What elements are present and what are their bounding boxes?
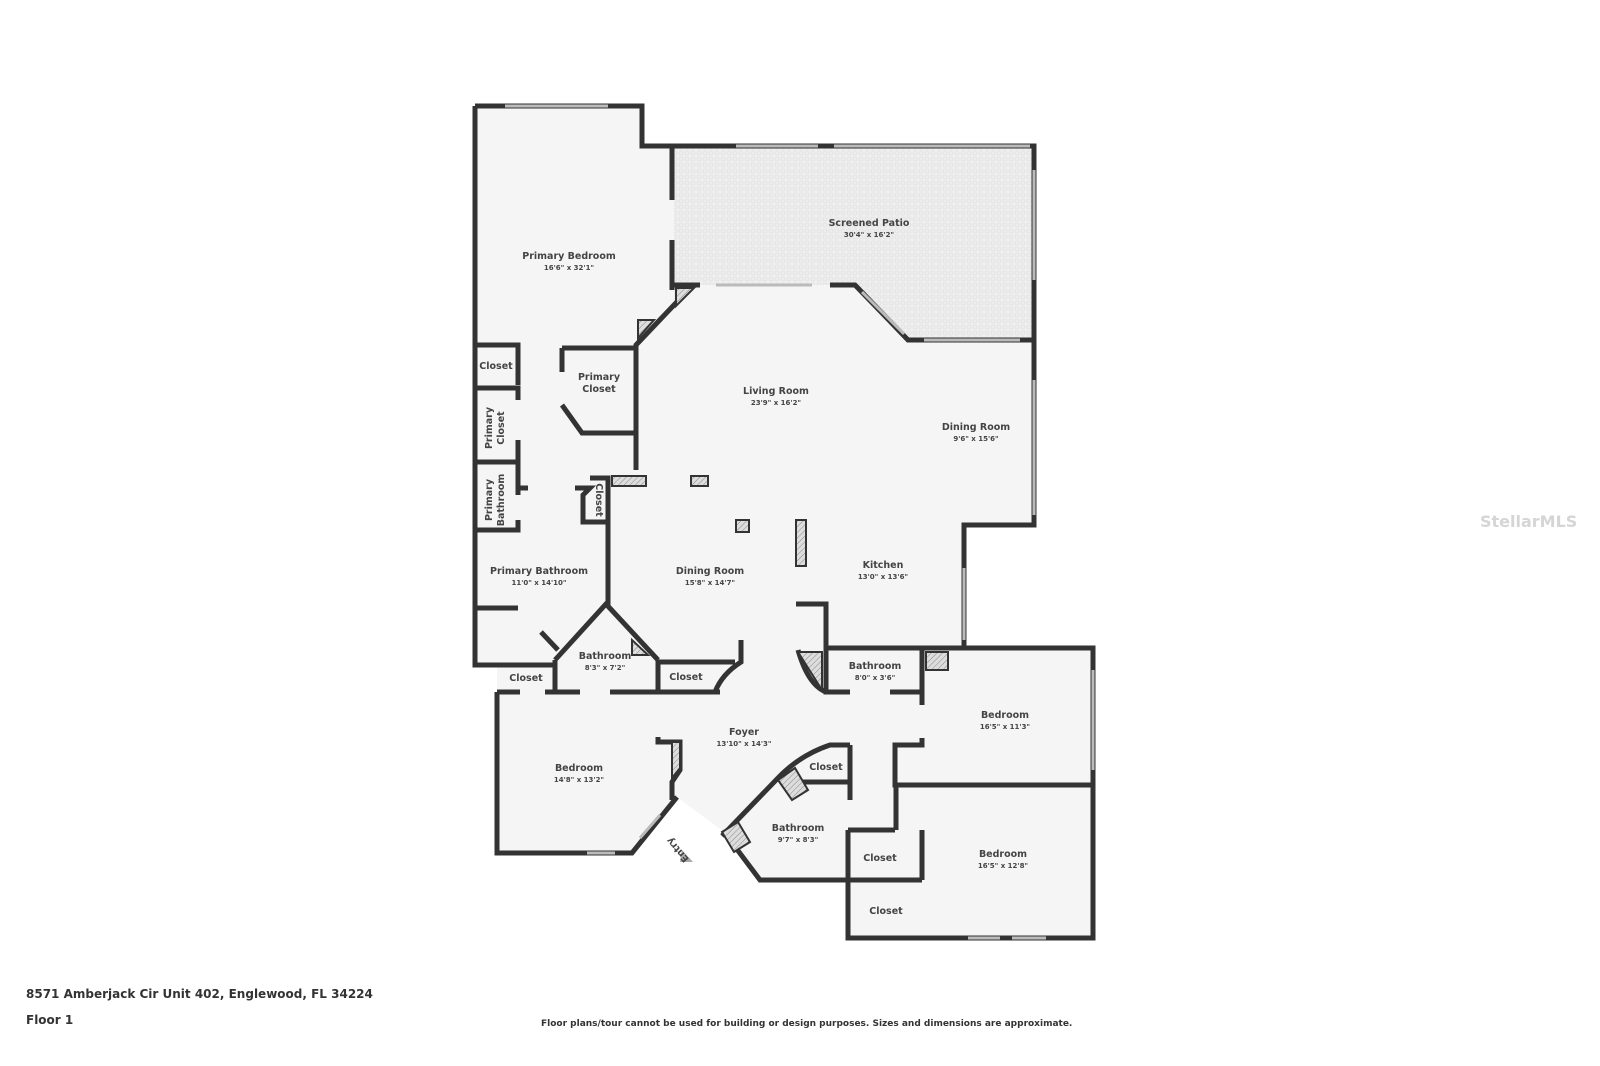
room-name: Closet bbox=[479, 361, 513, 372]
room-labels: Primary Bedroom 16'6" x 32'1" Screened Pat… bbox=[479, 218, 1030, 917]
room-dimensions: 9'6" x 15'6" bbox=[953, 435, 998, 443]
room-name: Bedroom bbox=[979, 849, 1027, 860]
entry-label: Entry bbox=[664, 834, 691, 864]
room-name: Closet bbox=[582, 384, 616, 395]
room-label: Foyer 13'10" x 14'3" bbox=[716, 727, 771, 748]
room-dimensions: 16'5" x 11'3" bbox=[980, 723, 1030, 731]
room-label: Bathroom 8'3" x 7'2" bbox=[579, 651, 632, 672]
room-label: Bathroom 8'0" x 3'6" bbox=[849, 661, 902, 682]
disclaimer: Floor plans/tour cannot be used for buil… bbox=[541, 1019, 1073, 1029]
room-name: Closet bbox=[593, 483, 604, 517]
room-label: Closet bbox=[509, 673, 543, 684]
room-name: Primary bbox=[578, 372, 621, 383]
room-name: Closet bbox=[869, 906, 903, 917]
room-name: Bathroom bbox=[772, 823, 825, 834]
room-dimensions: 30'4" x 16'2" bbox=[844, 231, 894, 239]
room-label: Closet bbox=[863, 853, 897, 864]
property-address: 8571 Amberjack Cir Unit 402, Englewood, … bbox=[26, 987, 373, 1001]
room-dimensions: 15'8" x 14'7" bbox=[685, 579, 735, 587]
room-label: Kitchen 13'0" x 13'6" bbox=[858, 560, 908, 581]
room-name: Dining Room bbox=[676, 566, 744, 577]
room-label: Primary Bedroom 16'6" x 32'1" bbox=[522, 251, 616, 272]
room-label: Closet bbox=[809, 762, 843, 773]
room-label: Bathroom 9'7" x 8'3" bbox=[772, 823, 825, 844]
patio-area bbox=[674, 148, 1032, 340]
room-label: Living Room 23'9" x 16'2" bbox=[743, 386, 809, 407]
room-label: Closet bbox=[593, 483, 604, 517]
room-name: Bathroom bbox=[849, 661, 902, 672]
room-dimensions: 8'0" x 3'6" bbox=[855, 674, 895, 682]
room-name: Closet bbox=[496, 411, 507, 445]
room-name: Dining Room bbox=[942, 422, 1010, 433]
room-label: Screened Patio 30'4" x 16'2" bbox=[829, 218, 910, 239]
room-label: Closet bbox=[479, 361, 513, 372]
room-dimensions: 16'6" x 32'1" bbox=[544, 264, 594, 272]
room-name: Bedroom bbox=[555, 763, 603, 774]
room-name: Primary bbox=[484, 406, 495, 449]
room-name: Primary Bathroom bbox=[490, 566, 588, 577]
floor-label: Floor 1 bbox=[26, 1013, 74, 1027]
room-label: Dining Room 15'8" x 14'7" bbox=[676, 566, 744, 587]
room-label: Dining Room 9'6" x 15'6" bbox=[942, 422, 1010, 443]
room-dimensions: 16'5" x 12'8" bbox=[978, 862, 1028, 870]
room-name: Closet bbox=[669, 672, 703, 683]
room-name: Bedroom bbox=[981, 710, 1029, 721]
room-label: Closet bbox=[869, 906, 903, 917]
walls bbox=[472, 103, 1096, 941]
room-dimensions: 14'8" x 13'2" bbox=[554, 776, 604, 784]
room-dimensions: 8'3" x 7'2" bbox=[585, 664, 625, 672]
room-label: Bedroom 14'8" x 13'2" bbox=[554, 763, 604, 784]
room-name: Bathroom bbox=[496, 474, 507, 527]
room-dimensions: 23'9" x 16'2" bbox=[751, 399, 801, 407]
entry-arrow-icon bbox=[680, 850, 693, 862]
room-dimensions: 11'0" x 14'10" bbox=[511, 579, 566, 587]
room-dimensions: 13'0" x 13'6" bbox=[858, 573, 908, 581]
room-dimensions: 9'7" x 8'3" bbox=[778, 836, 818, 844]
room-name: Closet bbox=[509, 673, 543, 684]
room-name: Foyer bbox=[729, 727, 759, 738]
room-label: Closet bbox=[669, 672, 703, 683]
room-dimensions: 13'10" x 14'3" bbox=[716, 740, 771, 748]
room-name: Kitchen bbox=[863, 560, 904, 571]
watermark: StellarMLS bbox=[1480, 512, 1578, 531]
room-name: Primary bbox=[484, 478, 495, 521]
room-name: Closet bbox=[809, 762, 843, 773]
room-label: Primary Bathroom 11'0" x 14'10" bbox=[490, 566, 588, 587]
room-name: Bathroom bbox=[579, 651, 632, 662]
room-name: Primary Bedroom bbox=[522, 251, 616, 262]
room-name: Closet bbox=[863, 853, 897, 864]
room-name: Living Room bbox=[743, 386, 809, 397]
room-label: Bedroom 16'5" x 12'8" bbox=[978, 849, 1028, 870]
room-label: Bedroom 16'5" x 11'3" bbox=[980, 710, 1030, 731]
room-name: Screened Patio bbox=[829, 218, 910, 229]
